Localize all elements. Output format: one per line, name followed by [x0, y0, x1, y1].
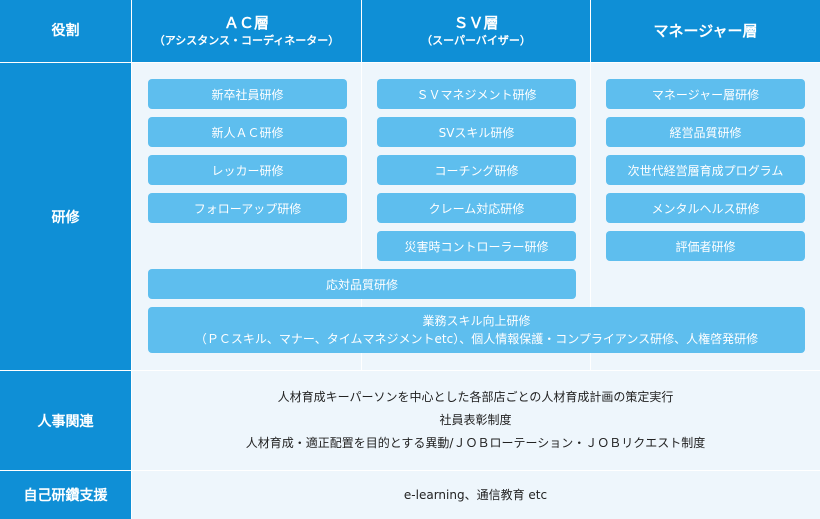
row-label-training: 研修 [0, 63, 131, 370]
ac-item: レッカー研修 [148, 155, 347, 185]
manager-item: 経営品質研修 [606, 117, 805, 147]
manager-item: 次世代経営層育成プログラム [606, 155, 805, 185]
hr-line: 人材育成・適正配置を目的とする異動/ＪＯＢローテーション・ＪＯＢリクエスト制度 [245, 436, 706, 450]
quality-training-item: 応対品質研修 [148, 269, 576, 299]
row-label-hr: 人事関連 [0, 371, 131, 470]
header-role: 役割 [0, 0, 131, 62]
sv-item: SVスキル研修 [377, 117, 576, 147]
sv-item: ＳＶマネジメント研修 [377, 79, 576, 109]
self-cell [132, 471, 820, 519]
business-skill-title: 業務スキル向上研修 [422, 314, 531, 328]
header-manager-title: マネージャー層 [653, 22, 758, 40]
header-ac-title: ＡＣ層 [223, 14, 269, 32]
hr-line: 人材育成キーパーソンを中心とした各部店ごとの人材育成計画の策定実行 [277, 390, 674, 404]
business-skill-training-item: 業務スキル向上研修 （ＰＣスキル、マナー、タイムマネジメントetc）、個人情報保… [148, 307, 805, 353]
sv-item: クレーム対応研修 [377, 193, 576, 223]
header-ac: ＡＣ層 （アシスタンス・コーディネーター） [132, 0, 361, 62]
hr-cell [132, 371, 820, 470]
hr-line: 社員表彰制度 [439, 413, 512, 427]
header-sv-subtitle: （スーパーバイザー） [421, 34, 531, 47]
sv-item: 災害時コントローラー研修 [377, 231, 576, 261]
header-role-label: 役割 [51, 23, 80, 39]
sv-item: コーチング研修 [377, 155, 576, 185]
manager-item: マネージャー層研修 [606, 79, 805, 109]
header-sv-title: ＳＶ層 [453, 14, 499, 32]
manager-item: 評価者研修 [606, 231, 805, 261]
business-skill-detail: （ＰＣスキル、マナー、タイムマネジメントetc）、個人情報保護・コンプライアンス… [194, 332, 759, 346]
ac-item: フォローアップ研修 [148, 193, 347, 223]
header-manager: マネージャー層 [591, 0, 820, 62]
row-label-self: 自己研鑽支援 [0, 471, 131, 519]
manager-item: メンタルヘルス研修 [606, 193, 805, 223]
hr-text: 人材育成キーパーソンを中心とした各部店ごとの人材育成計画の策定実行 社員表彰制度… [131, 386, 820, 455]
ac-item: 新卒社員研修 [148, 79, 347, 109]
header-sv: ＳＶ層 （スーパーバイザー） [362, 0, 590, 62]
ac-item: 新人ＡＣ研修 [148, 117, 347, 147]
self-text: e-learning、通信教育 etc [403, 488, 548, 502]
header-ac-subtitle: （アシスタンス・コーディネーター） [153, 34, 340, 47]
